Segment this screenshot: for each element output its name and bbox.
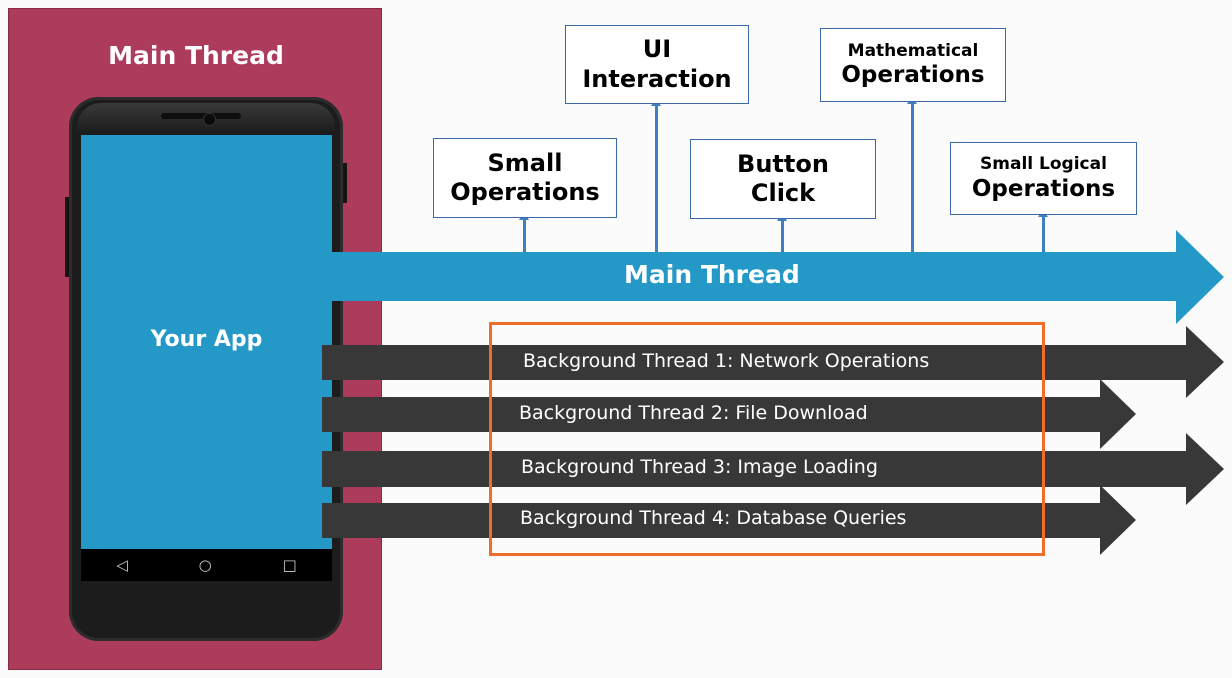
ui-interaction-box: UI Interaction xyxy=(565,25,749,104)
phone-nav-bar: ◁ ○ □ xyxy=(81,549,332,581)
connector-button-click xyxy=(781,219,784,252)
mathematical-operations-line-2: Operations xyxy=(841,62,985,89)
background-thread-1-arrow xyxy=(322,326,1224,398)
connector-small-logical-operations xyxy=(1042,215,1045,252)
phone-speaker xyxy=(161,113,241,119)
small-logical-operations-box: Small Logical Operations xyxy=(950,142,1137,215)
ui-interaction-line-1: UI xyxy=(642,35,672,64)
small-operations-line-2: Operations xyxy=(450,178,600,206)
mathematical-operations-line-1: Mathematical xyxy=(847,40,979,61)
home-circle-icon[interactable]: ○ xyxy=(198,555,212,574)
your-app-label: Your App xyxy=(150,326,263,352)
panel-title: Main Thread xyxy=(108,41,284,70)
phone-camera-icon xyxy=(203,113,216,126)
phone-power-button xyxy=(343,163,347,203)
background-thread-4-label: Background Thread 4: Database Queries xyxy=(520,507,907,529)
main-thread-label: Main Thread xyxy=(624,260,800,289)
back-triangle-icon[interactable]: ◁ xyxy=(116,555,128,574)
small-logical-operations-line-1: Small Logical xyxy=(980,154,1107,175)
connector-mathematical-operations xyxy=(911,102,914,252)
background-threads-highlight xyxy=(489,322,1045,556)
small-logical-operations-line-2: Operations xyxy=(971,175,1116,202)
small-operations-box: Small Operations xyxy=(433,138,617,218)
main-thread-panel: Main Thread Your App ◁ ○ □ xyxy=(8,8,382,670)
recents-square-icon[interactable]: □ xyxy=(282,555,297,574)
small-operations-line-1: Small xyxy=(487,148,563,177)
button-click-line-2: Click xyxy=(750,179,816,207)
background-thread-1-label: Background Thread 1: Network Operations xyxy=(523,350,930,372)
background-thread-2-arrow xyxy=(322,379,1136,449)
phone-mockup: Your App ◁ ○ □ xyxy=(65,97,347,641)
button-click-line-1: Button xyxy=(737,149,829,178)
connector-small-operations xyxy=(523,218,526,252)
button-click-box: Button Click xyxy=(690,139,876,219)
background-thread-3-arrow xyxy=(322,433,1224,505)
main-thread-arrow xyxy=(322,230,1224,324)
background-thread-4-arrow xyxy=(322,485,1136,555)
connector-ui-interaction xyxy=(655,104,658,252)
background-thread-3-label: Background Thread 3: Image Loading xyxy=(521,456,878,478)
ui-interaction-line-2: Interaction xyxy=(582,64,732,93)
mathematical-operations-box: Mathematical Operations xyxy=(820,28,1006,102)
background-thread-2-label: Background Thread 2: File Download xyxy=(519,402,868,424)
phone-volume-button xyxy=(65,197,69,277)
phone-screen: Your App xyxy=(81,135,332,549)
